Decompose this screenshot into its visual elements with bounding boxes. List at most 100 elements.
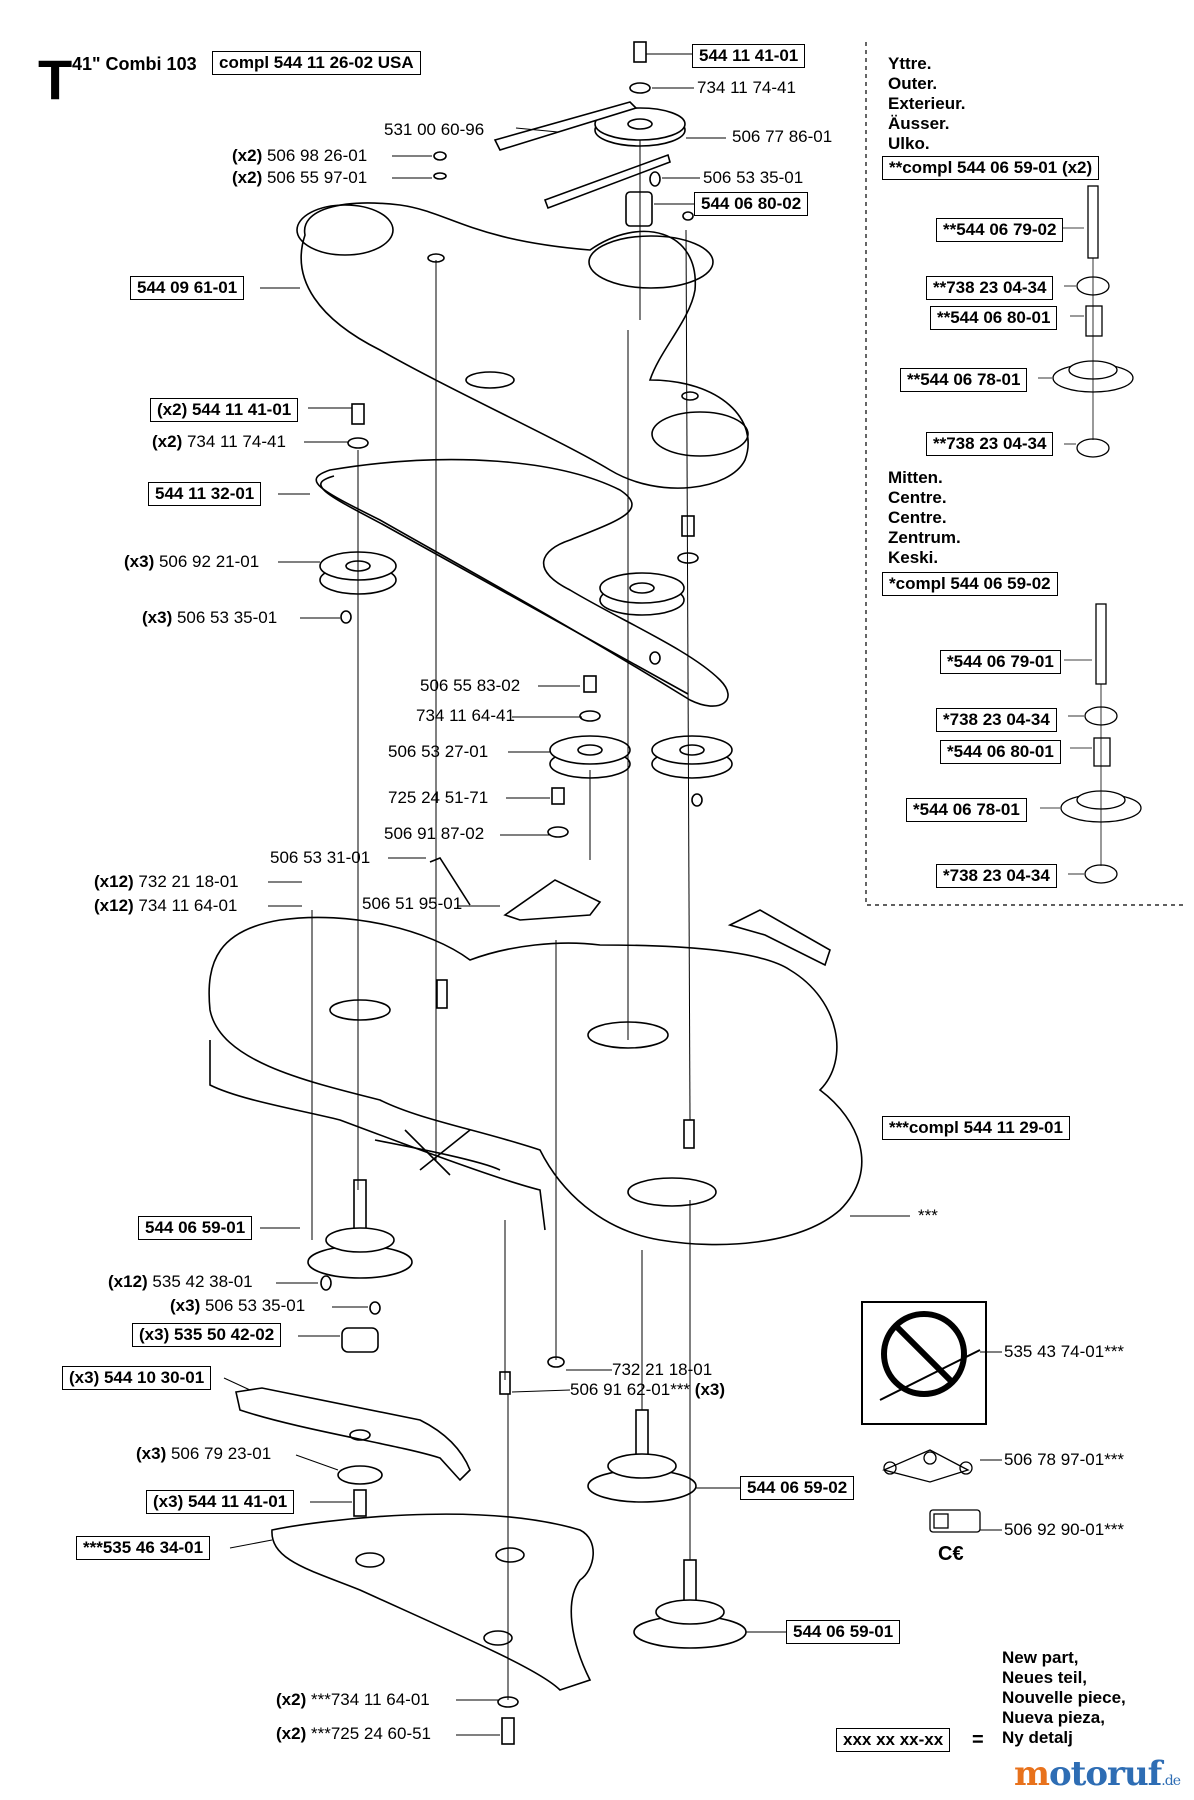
part-label[interactable]: 506 78 97-01*** (1004, 1450, 1125, 1469)
outer-compl-label[interactable]: **compl 544 06 59-01 (x2) (882, 156, 1100, 180)
brand-name: otoruf (1048, 1754, 1162, 1794)
part-label[interactable]: (x2) 544 11 41-01 (150, 398, 299, 422)
part-label[interactable]: **544 06 79-02 (936, 218, 1064, 242)
part-label[interactable]: 506 53 35-01 (204, 1296, 306, 1315)
legend-text: New part, Neues teil, Nouvelle piece, Nu… (1002, 1648, 1126, 1748)
part-label[interactable]: (x3) 544 11 41-01 (146, 1490, 295, 1514)
part-label[interactable]: *544 06 80-01 (940, 740, 1061, 764)
part-label[interactable]: *** (918, 1206, 938, 1225)
tension-pulley (429, 675, 733, 921)
quantity: (x12) (94, 896, 134, 915)
quantity: (x3) (124, 552, 155, 571)
part-label[interactable]: (x3) 544 10 30-01 (62, 1366, 212, 1390)
part-label[interactable]: 544 06 59-02 (740, 1476, 855, 1500)
part-label[interactable]: 544 11 41-01 (692, 44, 806, 68)
part-label[interactable]: 725 24 51-71 (388, 788, 489, 807)
part-label[interactable]: ***734 11 64-01 (310, 1690, 430, 1709)
legend-line: Nouvelle piece, (1002, 1688, 1126, 1707)
part-label[interactable]: 544 06 80-02 (694, 192, 809, 216)
part-label[interactable]: 506 91 87-02 (384, 824, 485, 843)
quantity: (x2) (232, 146, 263, 165)
outer-spindle-stack (1038, 185, 1134, 458)
part-label[interactable]: 544 06 59-01 (786, 1620, 901, 1644)
part-label[interactable]: 506 53 35-01 (703, 168, 804, 187)
bottom-shield (271, 1513, 594, 1745)
warning-decal (861, 1301, 987, 1425)
part-label[interactable]: 535 43 74-01*** (1004, 1342, 1125, 1361)
quantity: (x2) (157, 400, 188, 419)
part-label[interactable]: 506 79 23-01 (170, 1444, 272, 1463)
brand-initial: m (1013, 1754, 1050, 1794)
part-label[interactable]: 506 53 31-01 (270, 848, 371, 867)
caption-line: Centre. (888, 488, 947, 507)
belt-cover (296, 202, 749, 489)
part-label[interactable]: 732 21 18-01 (612, 1360, 713, 1379)
part-label[interactable]: **544 06 78-01 (900, 368, 1028, 392)
part-label[interactable]: 506 53 35-01 (176, 608, 278, 627)
manual-decal (929, 1509, 981, 1533)
legend-equals: = (972, 1729, 984, 1751)
caption-line: Keski. (888, 548, 939, 567)
part-label[interactable]: 544 11 32-01 (148, 482, 262, 506)
centre-spindle-stack (1040, 603, 1142, 884)
part-label[interactable]: 506 55 97-01 (266, 168, 368, 187)
part-label[interactable]: *738 23 04-34 (936, 864, 1057, 888)
part-label[interactable]: (x3) 535 50 42-02 (132, 1323, 282, 1347)
part-label[interactable]: 506 55 83-02 (420, 676, 521, 695)
part-label[interactable]: 506 98 26-01 (266, 146, 368, 165)
part-label[interactable]: 734 11 64-01 (138, 896, 238, 915)
part-label[interactable]: 506 91 62-01*** (570, 1380, 691, 1399)
right-spindle-lower (633, 1559, 747, 1649)
caption-line: Centre. (888, 508, 947, 527)
part-label[interactable]: 535 42 38-01 (152, 1272, 253, 1291)
quantity: (x3) (136, 1444, 167, 1463)
legend-line: New part, (1002, 1648, 1079, 1667)
part-label[interactable]: 506 92 21-01 (158, 552, 260, 571)
part-label[interactable]: 506 77 86-01 (732, 127, 833, 146)
part-label[interactable]: *544 06 79-01 (940, 650, 1061, 674)
part-label[interactable]: 734 11 74-41 (186, 432, 286, 451)
part-label[interactable]: 531 00 60-96 (384, 120, 485, 139)
part-label[interactable]: **738 23 04-34 (926, 432, 1054, 456)
part-label[interactable]: ***compl 544 11 29-01 (882, 1116, 1070, 1140)
centre-compl-label[interactable]: *compl 544 06 59-02 (882, 572, 1058, 596)
part-label[interactable]: **544 06 80-01 (930, 306, 1058, 330)
svg-text:C€: C€ (938, 1543, 964, 1565)
part-label[interactable]: **738 23 04-34 (926, 276, 1054, 300)
caption-line: Yttre. (888, 54, 932, 73)
caption-line: Outer. (888, 74, 938, 93)
quantity: (x3) (142, 608, 173, 627)
quantity: (x2) (152, 432, 183, 451)
quantity: (x12) (94, 872, 134, 891)
part-label[interactable]: 734 11 74-41 (697, 78, 796, 97)
brand-tld: .de (1161, 1773, 1181, 1789)
part-label[interactable]: ***535 46 34-01 (76, 1536, 211, 1560)
belt-routing-decal (882, 1449, 973, 1483)
caption-line: Zentrum. (888, 528, 961, 547)
caption-line: Äusser. (888, 114, 950, 133)
quantity: (x3) (694, 1380, 726, 1399)
part-label[interactable]: *544 06 78-01 (906, 798, 1027, 822)
top-pulley-assembly (433, 41, 694, 227)
complete-assembly-number[interactable]: compl 544 11 26-02 USA (212, 51, 421, 75)
centre-caption: Mitten. Centre. Centre. Zentrum. Keski. (888, 468, 961, 568)
caption-line: Mitten. (888, 468, 943, 487)
quantity: (x2) (232, 168, 263, 187)
part-label[interactable]: 544 06 59-01 (138, 1216, 253, 1240)
part-label[interactable]: 544 09 61-01 (130, 276, 245, 300)
center-spindle-lower (587, 1409, 697, 1503)
center-pulley (599, 515, 699, 665)
part-label[interactable]: 506 92 90-01*** (1004, 1520, 1125, 1539)
drive-belt (315, 458, 729, 707)
caption-line: Ulko. (888, 134, 930, 153)
part-label[interactable]: 732 21 18-01 (138, 872, 239, 891)
part-label[interactable]: ***725 24 60-51 (310, 1724, 432, 1743)
part-label[interactable]: 734 11 64-41 (416, 706, 515, 725)
part-label[interactable]: *738 23 04-34 (936, 708, 1057, 732)
quantity: (x2) (276, 1690, 307, 1709)
part-label[interactable]: 506 51 95-01 (362, 894, 463, 913)
part-label[interactable]: 506 53 27-01 (388, 742, 489, 761)
outer-caption: Yttre. Outer. Exterieur. Äusser. Ulko. (888, 54, 966, 154)
